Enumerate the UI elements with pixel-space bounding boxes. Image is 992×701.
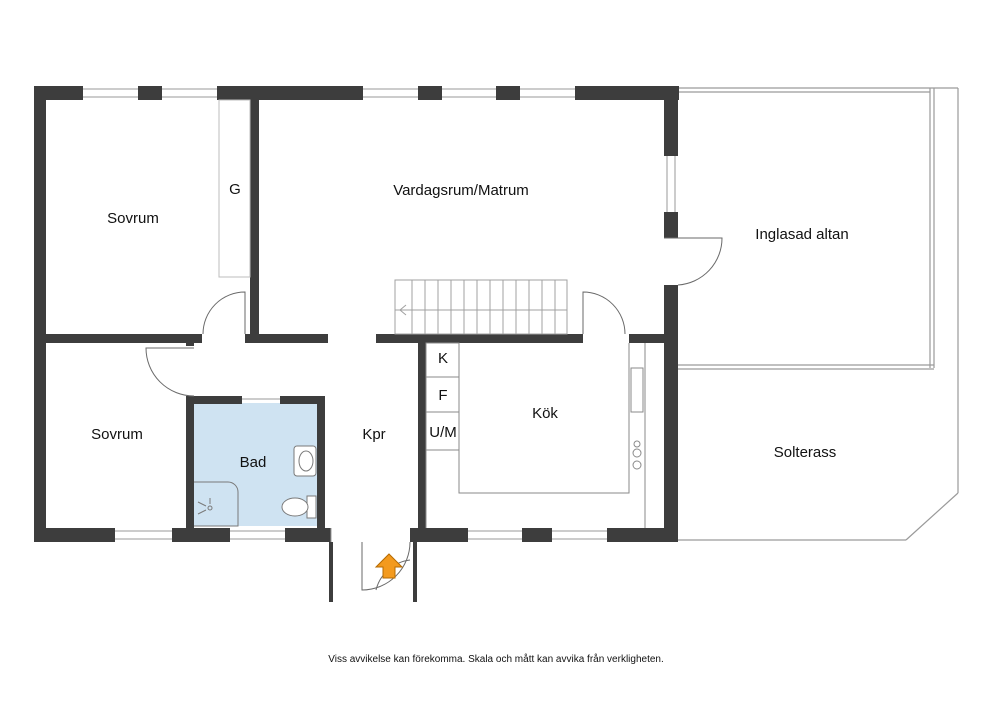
windows [83,88,676,542]
kitchen-fixtures [425,342,646,528]
shower-icon [194,481,239,527]
room-label-kpr: Kpr [362,426,385,443]
terrace-outline [678,87,959,541]
sink-icon [293,445,317,477]
disclaimer-text: Viss avvikelse kan förekomma. Skala och … [328,654,664,665]
stove-icon [632,440,642,470]
appliance-label-frys: F [438,387,447,404]
appliance-label-kyl: K [438,350,448,367]
appliance-label-um: U/M [429,424,457,441]
room-label-sovrum-north: Sovrum [107,210,159,227]
staircase [394,279,568,335]
room-label-garderob: G [229,181,241,198]
toilet-icon [281,495,317,519]
room-label-sovrum-south: Sovrum [91,426,143,443]
entrance-arrow-icon [374,553,404,579]
room-label-bad: Bad [240,454,267,471]
room-label-solterass: Solterass [774,444,837,461]
room-label-vardagsrum: Vardagsrum/Matrum [393,182,529,199]
doors [145,237,723,591]
room-label-inglasad-altan: Inglasad altan [755,226,848,243]
walls [34,86,679,602]
room-label-kok: Kök [532,405,558,422]
wardrobe [218,99,251,278]
